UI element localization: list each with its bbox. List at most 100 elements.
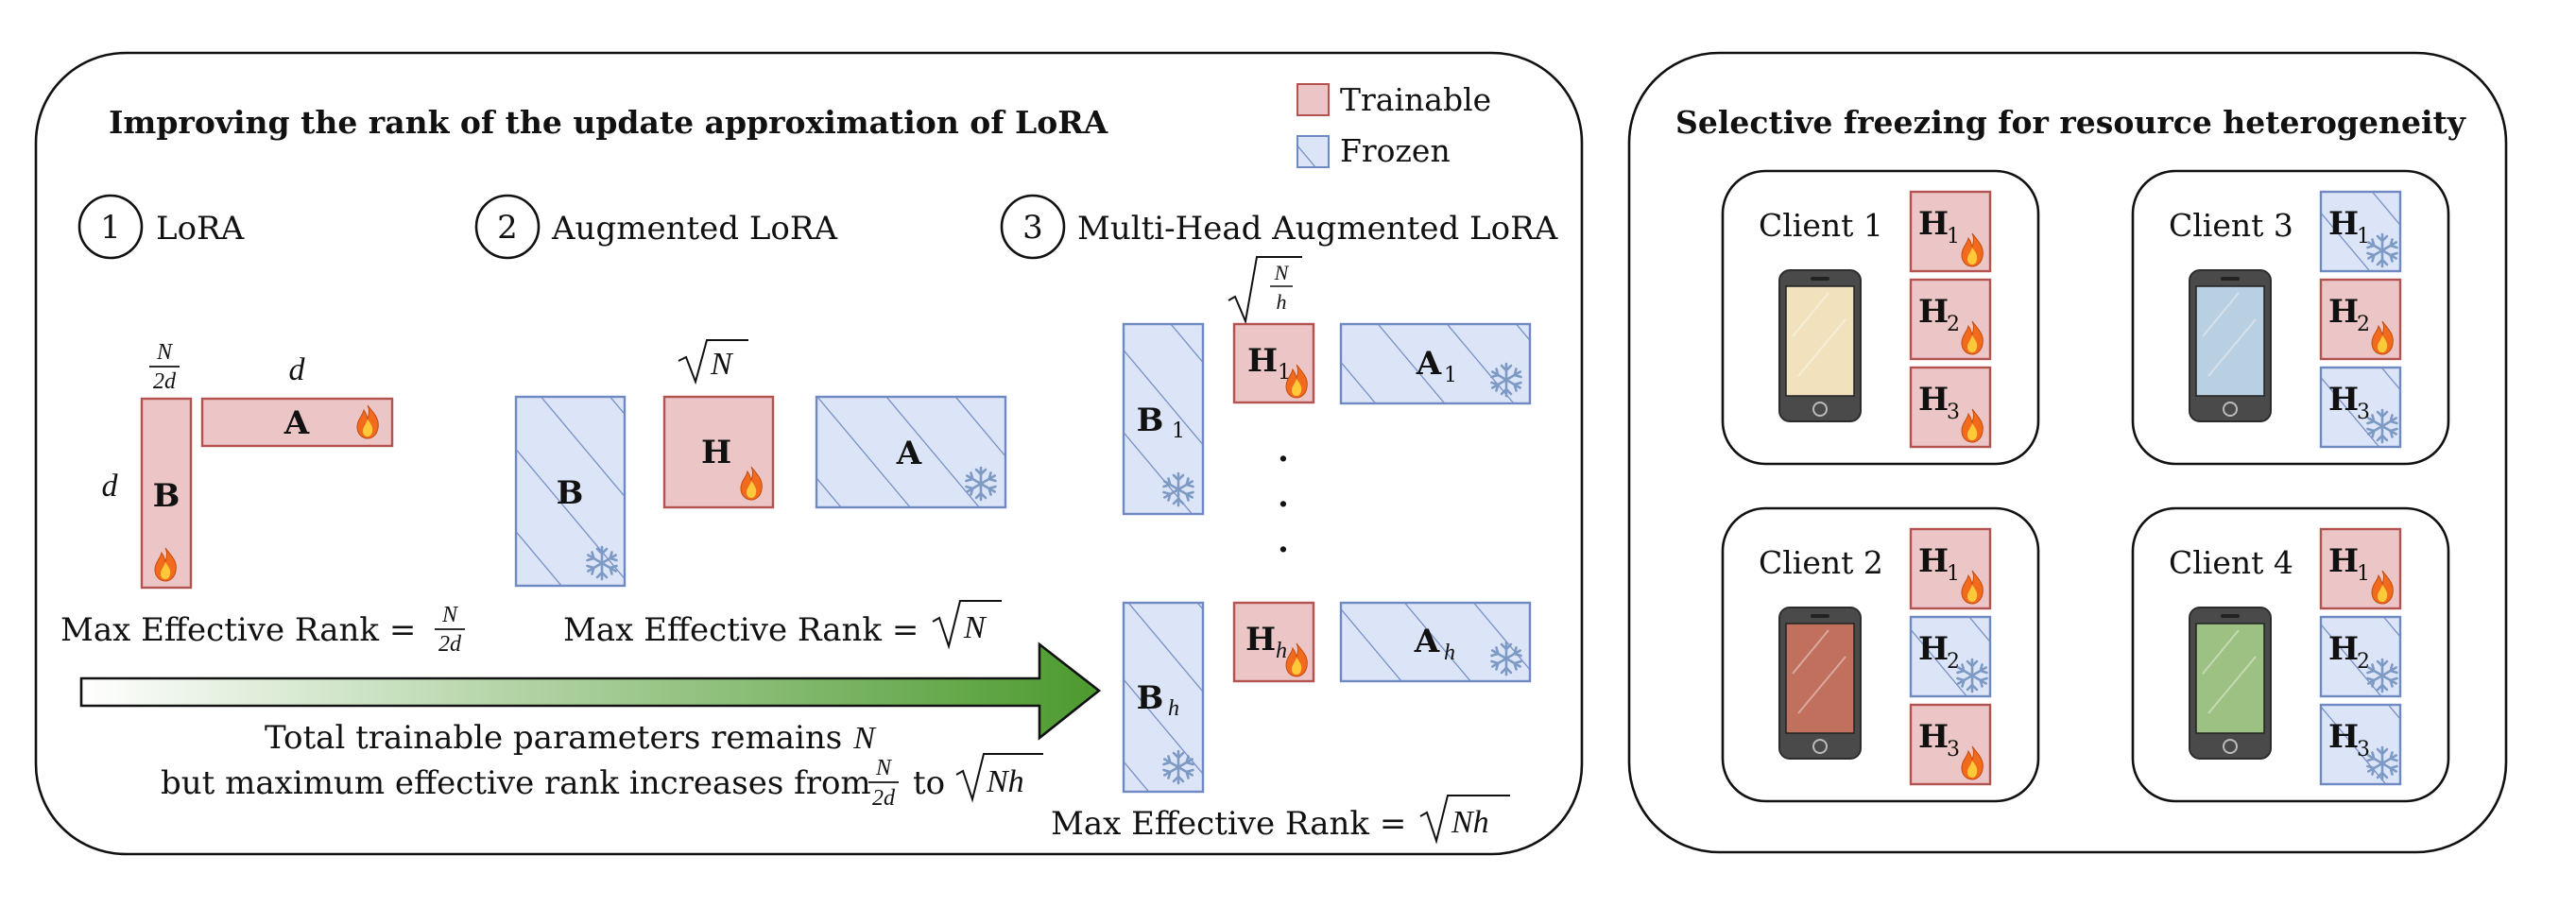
multi-h1-label: H: [1247, 342, 1278, 380]
legend-trainable-swatch: [1297, 83, 1330, 116]
aug-b-label: B: [557, 474, 584, 512]
client-1-head-2: H2: [1909, 278, 1992, 361]
client-3-head-2-label: H: [2328, 293, 2359, 331]
ellipsis-dot-1: ·: [1276, 433, 1290, 486]
client-4-head-2-label: H: [2328, 630, 2359, 668]
step-3-header: 3 Multi-Head Augmented LoRA: [1000, 194, 1558, 260]
client-4-head-1-sub: 1: [2357, 562, 2370, 586]
client-1-head-2-label: H: [1918, 293, 1949, 331]
rank3-radicand: Nh: [1451, 805, 1489, 840]
multi-hh-label: H: [1245, 621, 1276, 659]
client-2-head-3-sub: 3: [1947, 738, 1960, 761]
step-2-number-circle: [474, 194, 541, 260]
client-2-phone-icon: [1778, 607, 1862, 760]
step-2-label: Augmented LoRA: [551, 210, 837, 248]
client-3-name: Client 3: [2169, 207, 2293, 244]
lora-d-left: d: [102, 469, 119, 504]
client-2-head-1-label: H: [1918, 542, 1949, 580]
client-4-phone-icon: [2189, 607, 2272, 760]
client-3-head-2: H2: [2319, 278, 2402, 361]
lora-panel: [34, 51, 1584, 856]
legend-trainable-label: Trainable: [1340, 81, 1491, 118]
lora-b-label: B: [153, 477, 180, 515]
client-1-head-2-sub: 2: [1947, 313, 1960, 336]
rank-label-augmented: Max Effective Rank = N: [563, 600, 1002, 650]
multi-a1-label: A: [1416, 345, 1442, 383]
multi-b1-sub: 1: [1172, 419, 1185, 443]
client-2-name: Client 2: [1759, 544, 1883, 581]
aug-sqrt-label: N: [710, 347, 734, 382]
augmented-lora-diagram: N B H A: [514, 339, 1007, 588]
arrow-caption-line1-var: N: [852, 721, 877, 756]
rank3-prefix: Max Effective Rank =: [1051, 805, 1406, 843]
lora-a-label: A: [283, 404, 310, 442]
client-3-head-1-label: H: [2328, 205, 2359, 243]
client-4-head-2: H2: [2319, 615, 2402, 698]
client-4-head-1: H1: [2319, 527, 2402, 610]
arrow-caption-frac-den: 2d: [872, 786, 896, 811]
step-2-header: 2 Augmented LoRA: [474, 194, 837, 260]
lora-d-top: d: [289, 352, 306, 387]
multi-matrix-hh: [1232, 601, 1315, 683]
client-3-head-3-sub: 3: [2357, 401, 2370, 424]
step-1-header: 1 LoRA: [77, 194, 245, 260]
multi-ah-sub: h: [1444, 641, 1455, 665]
rank2-prefix: Max Effective Rank =: [563, 611, 919, 649]
client-3-head-2-sub: 2: [2357, 313, 2370, 336]
multi-hh-sub: h: [1276, 639, 1287, 663]
arrow-caption-frac-num: N: [875, 756, 893, 780]
client-1-head-1-sub: 1: [1947, 225, 1960, 248]
client-3-head-1-sub: 1: [2357, 225, 2370, 248]
arrow-caption-line1-text: Total trainable parameters remains: [265, 719, 842, 757]
legend-frozen-label: Frozen: [1340, 132, 1451, 169]
multihead-lora-diagram: N h B 1 H 1 A 1 · · · B h H h: [1122, 256, 1532, 794]
multi-sqrt-den: h: [1277, 290, 1287, 314]
step-3-number-circle: [1000, 194, 1066, 260]
arrow-caption-line2-text: but maximum effective rank increases fro…: [161, 764, 871, 802]
client-1-head-3: H3: [1909, 366, 1992, 449]
lora-frac-den: 2d: [153, 369, 177, 394]
lora-diagram: N 2d d d A B: [102, 340, 394, 590]
multi-sqrt-num: N: [1274, 261, 1290, 284]
right-panel-title: Selective freezing for resource heteroge…: [1675, 104, 2466, 141]
multi-ah-label: A: [1414, 623, 1440, 660]
client-3-card-border: [2131, 169, 2450, 466]
client-4-head-3: H3: [2319, 703, 2402, 786]
rank1-den: 2d: [438, 632, 462, 657]
step-1-label: LoRA: [156, 210, 245, 248]
left-panel-title: Improving the rank of the update approxi…: [109, 104, 1108, 141]
rank-label-lora: Max Effective Rank = N 2d: [60, 603, 465, 657]
rank1-num: N: [441, 603, 459, 627]
client-1-head-3-label: H: [1918, 381, 1949, 419]
vertical-ellipsis: · · ·: [1276, 433, 1290, 576]
arrow-caption-radicand: Nh: [986, 764, 1024, 799]
client-2-head-2-label: H: [1918, 630, 1949, 668]
client-2-head-3-label: H: [1918, 718, 1949, 756]
selective-freezing-panel: [1627, 51, 2508, 854]
client-4-card-border: [2131, 506, 2450, 803]
client-4-head-2-sub: 2: [2357, 650, 2370, 674]
aug-h-label: H: [701, 434, 731, 471]
client-3-head-1: H1: [2319, 190, 2402, 273]
multi-b1-label: B: [1137, 402, 1164, 439]
client-1-head-1-label: H: [1918, 205, 1949, 243]
client-2-card-border: [1721, 506, 2040, 803]
client-1-card-border: [1721, 169, 2040, 466]
step-1-number-circle: [77, 194, 144, 260]
client-4-head-3-label: H: [2328, 718, 2359, 756]
client-1-head-1: H1: [1909, 190, 1992, 273]
lora-frac-num: N: [156, 340, 174, 365]
multi-bh-label: B: [1137, 679, 1164, 717]
client-1-head-3-sub: 3: [1947, 401, 1960, 424]
rank-label-multihead: Max Effective Rank = Nh: [1051, 795, 1510, 845]
client-2-head-2-sub: 2: [1947, 650, 1960, 674]
client-2-head-2: H2: [1909, 615, 1992, 698]
multi-bh-sub: h: [1168, 696, 1179, 721]
client-4-head-1-label: H: [2328, 542, 2359, 580]
ellipsis-dot-2: ·: [1276, 478, 1290, 531]
